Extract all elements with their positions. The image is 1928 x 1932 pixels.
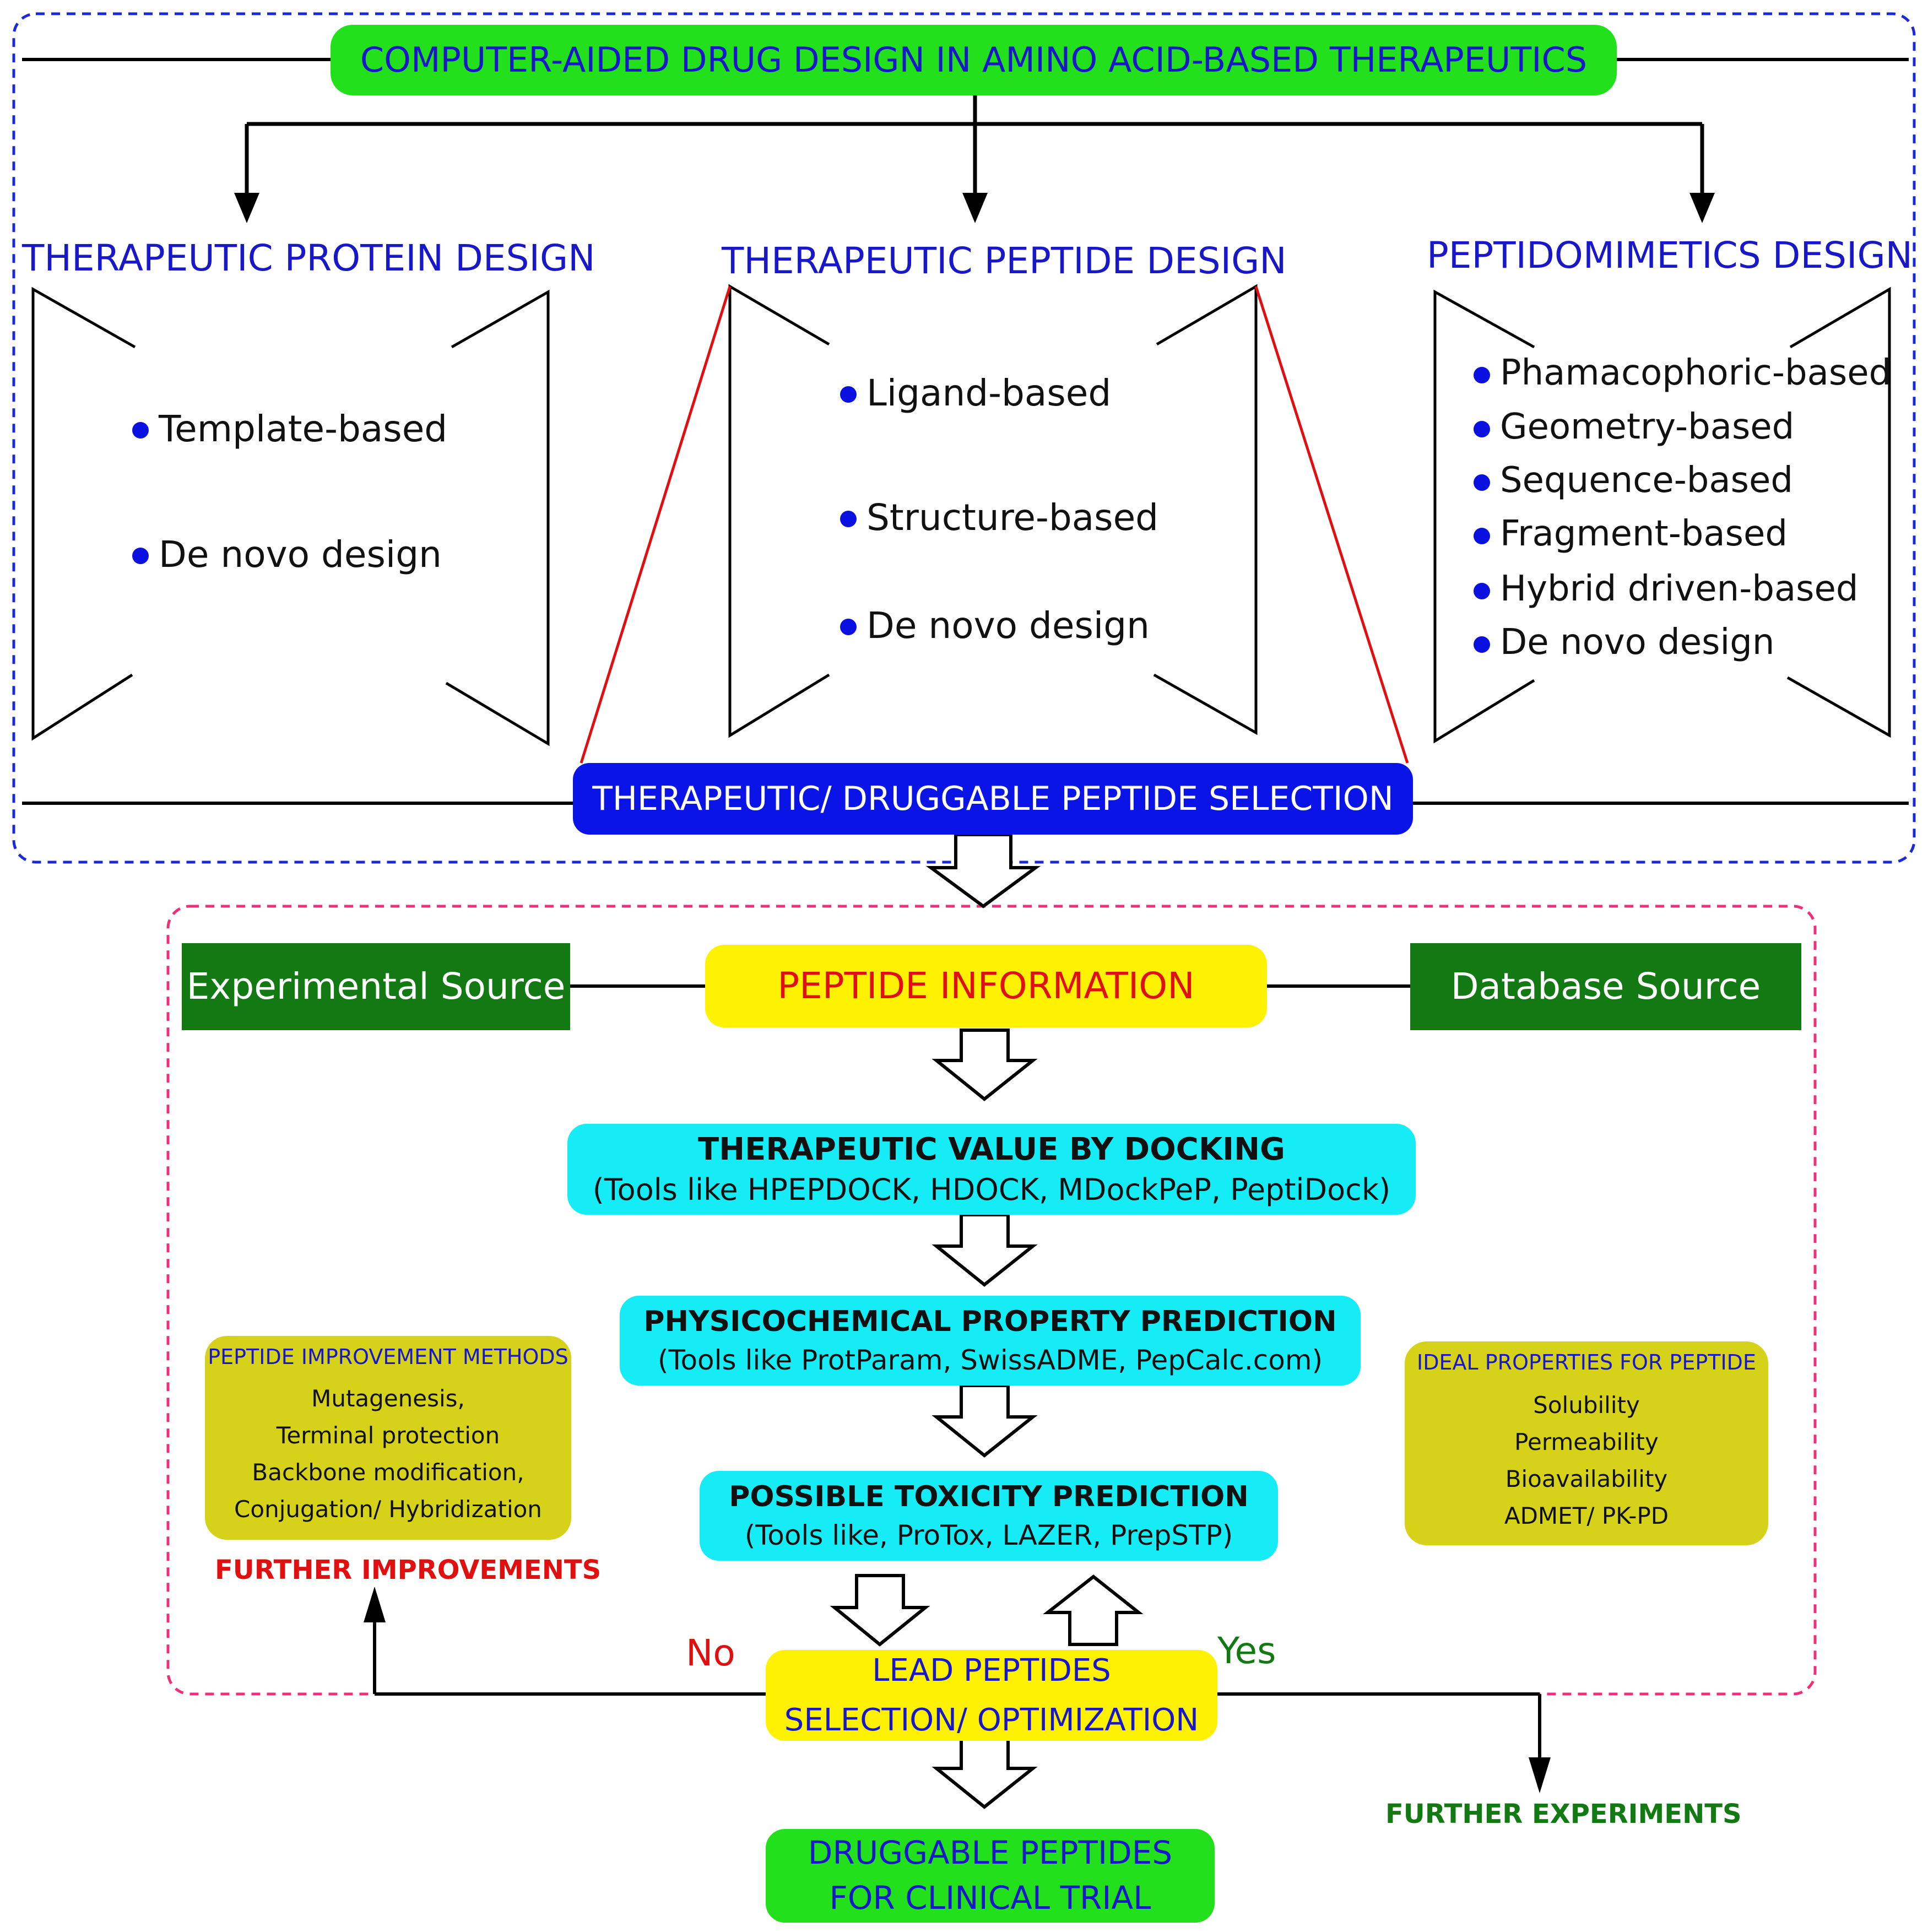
improvement-item: Mutagenesis,	[311, 1384, 465, 1412]
database-source-label: Database Source	[1450, 965, 1761, 1008]
peptide-information-box: PEPTIDE INFORMATION	[705, 945, 1267, 1027]
peptide-bracket	[728, 284, 1258, 738]
improvement-item: Conjugation/ Hybridization	[234, 1495, 542, 1523]
final-clinical-trial-box: DRUGGABLE PEPTIDES FOR CLINICAL TRIAL	[766, 1829, 1215, 1923]
docking-step-title: THERAPEUTIC VALUE BY DOCKING	[698, 1131, 1285, 1167]
bullet-icon	[840, 619, 857, 635]
bullet-icon	[840, 386, 857, 403]
physicochemical-step-tools: (Tools like ProtParam, SwissADME, PepCal…	[657, 1344, 1323, 1376]
peptide-design-heading: THERAPEUTIC PEPTIDE DESIGN	[722, 240, 1287, 282]
ideal-property-item: Permeability	[1514, 1428, 1659, 1455]
toxicity-step-tools: (Tools like, ProTox, LAZER, PrepSTP)	[744, 1519, 1233, 1551]
peptidomimetics-design-heading: PEPTIDOMIMETICS DESIGN	[1427, 234, 1913, 277]
physicochemical-step-title: PHYSICOCHEMICAL PROPERTY PREDICTION	[643, 1305, 1337, 1339]
ideal-property-item: ADMET/ PK-PD	[1504, 1502, 1669, 1529]
down-arrow-2	[931, 1029, 1038, 1101]
improvement-methods-panel: PEPTIDE IMPROVEMENT METHODS Mutagenesis,…	[205, 1336, 571, 1540]
toxicity-step-box: POSSIBLE TOXICITY PREDICTION (Tools like…	[700, 1471, 1278, 1561]
improvement-methods-title: PEPTIDE IMPROVEMENT METHODS	[208, 1345, 568, 1369]
bullet-icon	[1474, 474, 1490, 491]
bullet-icon	[132, 422, 149, 439]
down-arrow-3	[931, 1213, 1038, 1287]
protein-design-list: Template-based De novo design	[132, 408, 447, 576]
docking-step-box: THERAPEUTIC VALUE BY DOCKING (Tools like…	[567, 1124, 1416, 1215]
list-item: De novo design	[1474, 622, 1891, 663]
bullet-icon	[132, 548, 149, 564]
peptide-design-list: Ligand-based Structure-based De novo des…	[840, 372, 1158, 647]
peptide-information-label: PEPTIDE INFORMATION	[777, 965, 1195, 1008]
down-arrow-1	[925, 833, 1041, 908]
lead-peptides-box: LEAD PEPTIDES SELECTION/ OPTIMIZATION	[766, 1650, 1217, 1741]
down-arrow-5	[931, 1736, 1038, 1809]
experimental-source-box: Experimental Source	[182, 943, 570, 1030]
list-item: De novo design	[132, 533, 447, 576]
bullet-icon	[1474, 583, 1490, 599]
no-down-arrow	[830, 1574, 930, 1647]
list-item: Template-based	[132, 408, 447, 533]
toxicity-step-title: POSSIBLE TOXICITY PREDICTION	[729, 1480, 1249, 1514]
list-item: Sequence-based	[1474, 460, 1891, 513]
peptide-selection-box: THERAPEUTIC/ DRUGGABLE PEPTIDE SELECTION	[573, 763, 1413, 835]
bullet-icon	[840, 511, 857, 527]
ideal-properties-panel: IDEAL PROPERTIES FOR PEPTIDE Solubility …	[1405, 1341, 1768, 1545]
final-line1: DRUGGABLE PEPTIDES	[808, 1834, 1173, 1872]
list-item: Structure-based	[840, 496, 1158, 604]
physicochemical-step-box: PHYSICOCHEMICAL PROPERTY PREDICTION (Too…	[620, 1296, 1361, 1386]
lead-peptides-line2: SELECTION/ OPTIMIZATION	[784, 1702, 1199, 1738]
lead-peptides-line1: LEAD PEPTIDES	[872, 1653, 1111, 1689]
ideal-properties-title: IDEAL PROPERTIES FOR PEPTIDE	[1417, 1350, 1756, 1374]
peptidomimetics-bracket	[1433, 286, 1891, 744]
peptide-selection-label: THERAPEUTIC/ DRUGGABLE PEPTIDE SELECTION	[592, 780, 1394, 818]
ideal-property-item: Bioavailability	[1505, 1465, 1668, 1492]
main-title: COMPUTER-AIDED DRUG DESIGN IN AMINO ACID…	[360, 39, 1588, 80]
improvement-item: Terminal protection	[276, 1421, 500, 1449]
improvement-item: Backbone modification,	[252, 1458, 524, 1486]
list-item: De novo design	[840, 604, 1158, 647]
yes-up-arrow	[1043, 1574, 1144, 1646]
further-experiments-caption: FURTHER EXPERIMENTS	[1385, 1799, 1742, 1830]
further-improvements-caption: FURTHER IMPROVEMENTS	[215, 1555, 602, 1585]
list-item: Phamacophoric-based	[1474, 353, 1891, 407]
bullet-icon	[1474, 421, 1490, 437]
list-item: Fragment-based	[1474, 513, 1891, 569]
down-arrow-4	[931, 1384, 1038, 1458]
database-source-box: Database Source	[1410, 943, 1801, 1030]
peptidomimetics-design-list: Phamacophoric-based Geometry-based Seque…	[1474, 353, 1891, 663]
ideal-property-item: Solubility	[1533, 1391, 1640, 1419]
hollow-arrows	[830, 833, 1144, 1809]
bottom-section-frame	[166, 905, 1817, 1696]
list-item: Geometry-based	[1474, 407, 1891, 460]
bullet-icon	[1474, 528, 1490, 544]
decision-yes-label: Yes	[1217, 1630, 1276, 1672]
bullet-icon	[1474, 636, 1490, 653]
decision-no-label: No	[686, 1632, 735, 1674]
experimental-source-label: Experimental Source	[186, 965, 566, 1008]
list-item: Hybrid driven-based	[1474, 569, 1891, 622]
list-item: Ligand-based	[840, 372, 1158, 496]
protein-design-heading: THERAPEUTIC PROTEIN DESIGN	[22, 237, 595, 279]
protein-bracket	[31, 286, 550, 746]
final-line2: FOR CLINICAL TRIAL	[829, 1879, 1151, 1917]
main-title-box: COMPUTER-AIDED DRUG DESIGN IN AMINO ACID…	[331, 25, 1617, 95]
docking-step-tools: (Tools like HPEPDOCK, HDOCK, MDockPeP, P…	[592, 1172, 1391, 1207]
bullet-icon	[1474, 367, 1490, 383]
